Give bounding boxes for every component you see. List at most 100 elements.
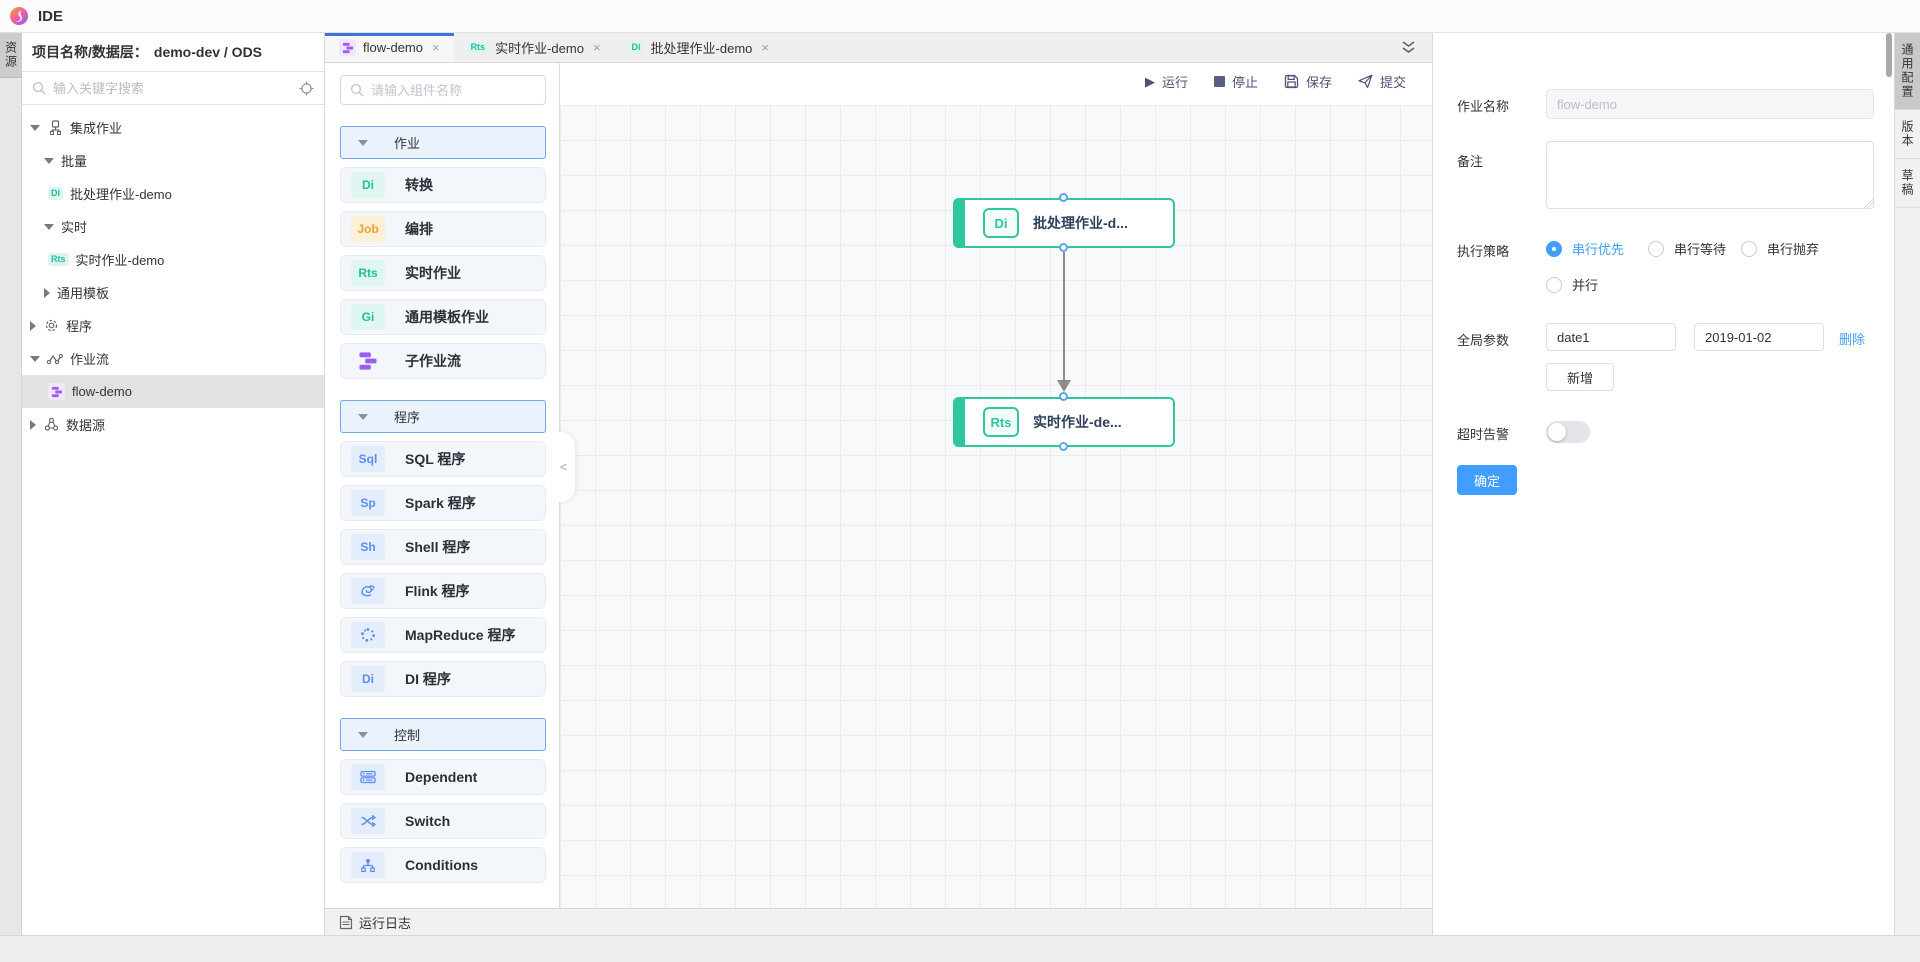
save-button[interactable]: 保存 [1284,72,1332,91]
palette-section-jobs[interactable]: 作业 [340,126,546,159]
tab-general-config[interactable]: 通用配置 [1895,33,1920,110]
locate-target-icon[interactable] [299,81,314,96]
close-icon[interactable]: × [431,40,440,55]
editor-tabbar: flow-demo × Rts 实时作业-demo × Di 批处理作业-dem… [325,33,1432,63]
tree-item-batch[interactable]: 批量 [22,144,324,177]
param-value-input[interactable] [1694,323,1824,351]
palette-item-transform[interactable]: Di 转换 [340,167,546,203]
palette-section-control[interactable]: 控制 [340,718,546,751]
radio-serial-discard[interactable]: 串行抛弃 [1741,239,1819,258]
palette-item-conditions[interactable]: Conditions [340,847,546,883]
tab-label: 批处理作业-demo [650,41,753,56]
close-icon[interactable]: × [761,40,769,55]
run-button[interactable]: ▶ 运行 [1145,72,1188,91]
palette-item-sql[interactable]: Sql SQL 程序 [340,441,546,477]
node-batch-job[interactable]: Di 批处理作业-d... [953,198,1175,248]
right-config-strip: 通用配置 版本 草稿 [1894,33,1920,935]
port-in[interactable] [1059,392,1068,401]
delete-param-link[interactable]: 删除 [1839,332,1866,347]
radio-serial-wait[interactable]: 串行等待 [1648,239,1726,258]
caret-down-icon [358,139,368,146]
run-log-bar[interactable]: 运行日志 [325,908,1432,935]
tree-item-realtime[interactable]: 实时 [22,210,324,243]
tree-item-label: 数据源 [66,418,106,433]
project-header: 项目名称/数据层： demo-dev / ODS [22,33,324,72]
palette-item-label: 转换 [405,177,433,193]
tree-item-realtime-job-demo[interactable]: Rts 实时作业-demo [22,243,324,276]
di-badge: Di [48,187,63,200]
flow-icon [339,39,356,56]
tab-flow-demo[interactable]: flow-demo × [325,33,454,62]
stop-label: 停止 [1231,75,1258,90]
palette-item-switch[interactable]: Switch [340,803,546,839]
remark-label: 备注 [1457,154,1484,169]
palette-item-di-program[interactable]: Di DI 程序 [340,661,546,697]
timeout-alert-toggle[interactable] [1546,421,1590,443]
caret-right-icon[interactable] [30,419,36,430]
port-in[interactable] [1059,193,1068,202]
remark-textarea[interactable] [1546,141,1874,209]
palette-item-label: Switch [405,813,451,829]
collapse-tabs-button[interactable] [1385,33,1432,62]
palette-item-spark[interactable]: Sp Spark 程序 [340,485,546,521]
radio-label: 并行 [1572,278,1599,293]
close-icon[interactable]: × [592,40,601,55]
edge-connector[interactable] [1063,252,1065,382]
palette-item-orchestrate[interactable]: Job 编排 [340,211,546,247]
caret-down-icon[interactable] [30,124,40,131]
palette-item-dependent[interactable]: Dependent [340,759,546,795]
palette-search [340,75,547,105]
palette-item-shell[interactable]: Sh Shell 程序 [340,529,546,565]
tree-item-programs[interactable]: 程序 [22,309,324,342]
resources-strip-tab[interactable]: 资源 [0,33,22,78]
job-name-label: 作业名称 [1457,99,1510,114]
radio-parallel[interactable]: 并行 [1546,275,1598,294]
port-out[interactable] [1059,442,1068,451]
palette-section-programs[interactable]: 程序 [340,400,546,433]
di-badge: Di [983,208,1019,238]
palette-item-subflow[interactable]: 子作业流 [340,343,546,379]
tree-item-flow-demo[interactable]: flow-demo [22,375,324,408]
tree-item-batch-job-demo[interactable]: Di 批处理作业-demo [22,177,324,210]
caret-down-icon[interactable] [44,157,54,164]
node-accent-bar [953,198,965,248]
param-name-input[interactable] [1546,323,1676,351]
palette-item-label: MapReduce 程序 [405,627,516,643]
caret-right-icon[interactable] [44,287,50,298]
tree-item-workflows[interactable]: 作业流 [22,342,324,375]
palette-item-template-job[interactable]: Gi 通用模板作业 [340,299,546,335]
tab-versions[interactable]: 版本 [1895,110,1920,159]
tab-realtime-job-demo[interactable]: Rts 实时作业-demo × [454,33,615,62]
tree-item-common-template[interactable]: 通用模板 [22,276,324,309]
flow-canvas[interactable]: ▶ 运行 停止 保存 提交 [560,63,1432,908]
caret-down-icon[interactable] [44,223,54,230]
node-realtime-job[interactable]: Rts 实时作业-de... [953,397,1175,447]
gi-badge: Gi [351,304,385,330]
window-bottom-strip [0,935,1920,962]
port-out[interactable] [1059,243,1068,252]
conditions-icon [351,852,385,878]
tab-batch-job-demo[interactable]: Di 批处理作业-demo × [615,33,783,62]
tree-item-datasources[interactable]: 数据源 [22,408,324,441]
tree-item-integration-jobs[interactable]: 集成作业 [22,111,324,144]
inspector-scrollbar[interactable] [1886,33,1892,77]
palette-item-mapreduce[interactable]: MapReduce 程序 [340,617,546,653]
tree-item-label: 实时作业-demo [75,253,165,268]
component-palette: 作业 Di 转换 Job 编排 Rts 实时作业 Gi 通用模板作业 子作业流 … [325,63,560,908]
radio-serial-priority[interactable]: 串行优先 [1546,239,1624,258]
tab-drafts[interactable]: 草稿 [1895,159,1920,208]
double-chevron-down-icon [1402,41,1415,53]
spark-badge: Sp [351,490,385,516]
palette-search-input[interactable] [371,82,547,98]
caret-down-icon[interactable] [30,355,40,362]
palette-collapse-handle[interactable]: < [552,432,575,502]
caret-right-icon[interactable] [30,320,36,331]
add-param-button[interactable]: 新增 [1546,363,1614,391]
palette-item-realtime-job[interactable]: Rts 实时作业 [340,255,546,291]
radio-icon [1648,240,1664,257]
submit-button[interactable]: 提交 [1358,72,1406,91]
stop-button[interactable]: 停止 [1213,72,1258,91]
palette-item-flink[interactable]: Flink 程序 [340,573,546,609]
sidebar-search-input[interactable] [53,80,292,96]
confirm-button[interactable]: 确定 [1457,465,1517,495]
